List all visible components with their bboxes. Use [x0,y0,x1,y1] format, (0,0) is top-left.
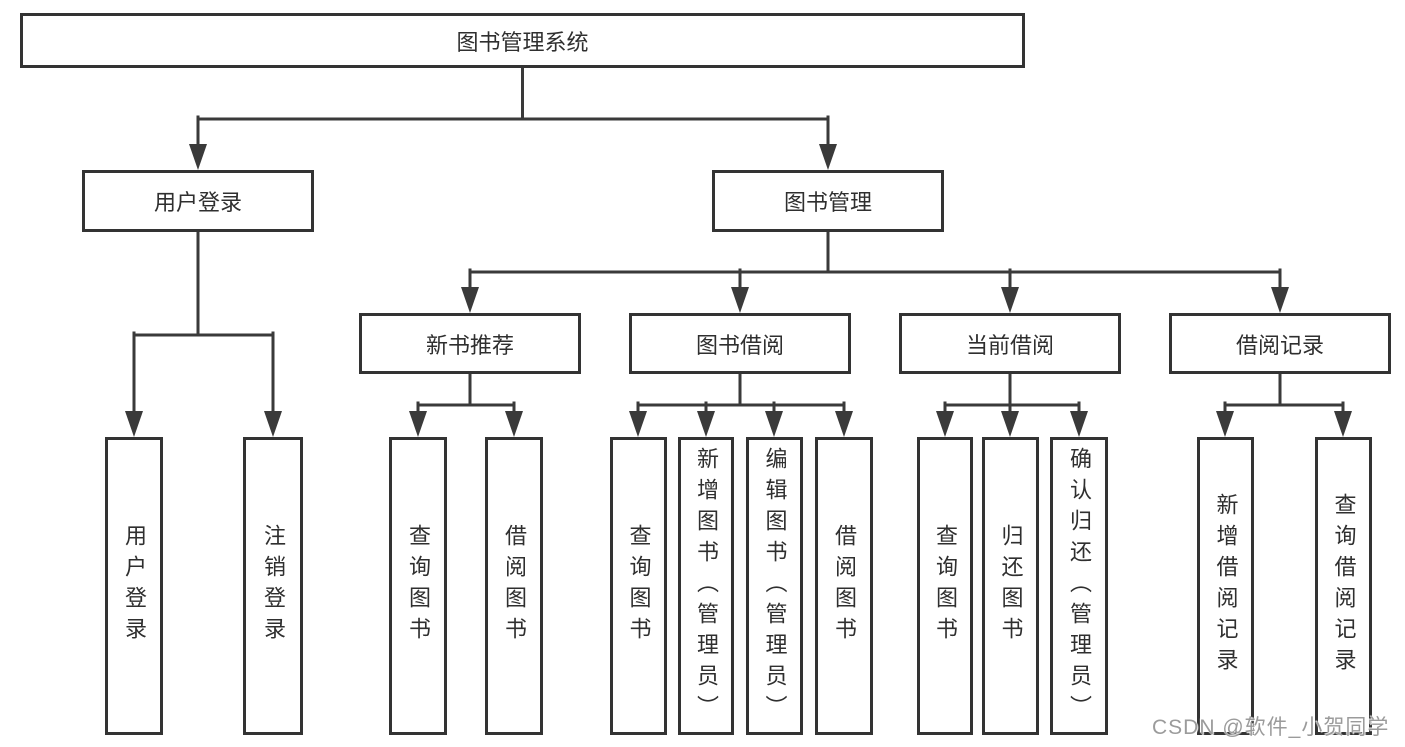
node-label: 借阅图书 [832,524,857,648]
node-label: 用户登录 [153,190,242,215]
node-label: 归还图书 [998,524,1024,648]
node-book-management: 图书管理 [712,170,944,232]
leaf-query-borrow-record: 查询借阅记录 [1315,437,1372,735]
node-book-borrowing: 图书借阅 [629,313,851,374]
node-label: 查询图书 [933,524,958,648]
leaf-borrow-books-recommend: 借阅图书 [485,437,543,735]
node-label: 查询借阅记录 [1331,493,1357,679]
node-label: 编辑图书（管理员） [762,446,788,726]
leaf-add-borrow-record: 新增借阅记录 [1197,437,1254,735]
node-label: 新增借阅记录 [1213,493,1239,679]
node-label: 确认归还（管理员） [1067,446,1092,726]
leaf-edit-books-admin: 编辑图书（管理员） [746,437,803,735]
node-label: 查询图书 [626,524,652,648]
node-label: 借阅记录 [1235,332,1324,358]
node-label: 新增图书（管理员） [694,446,719,726]
node-label: 图书管理 [783,190,872,215]
node-borrowing-records: 借阅记录 [1169,313,1391,374]
node-label: 新书推荐 [425,332,514,358]
node-label: 图书管理系统 [456,29,589,55]
node-label: 查询图书 [406,524,431,648]
leaf-borrow-books: 借阅图书 [815,437,873,735]
node-label: 借阅图书 [502,524,527,648]
node-new-book-recommend: 新书推荐 [359,313,581,374]
leaf-logout: 注销登录 [243,437,303,735]
leaf-return-books: 归还图书 [982,437,1039,735]
leaf-query-books-current: 查询图书 [917,437,973,735]
node-user-login-branch: 用户登录 [82,170,314,232]
leaf-user-login: 用户登录 [105,437,163,735]
leaf-query-books-recommend: 查询图书 [389,437,447,735]
node-current-borrowing: 当前借阅 [899,313,1121,374]
node-label: 注销登录 [261,524,286,648]
node-library-system: 图书管理系统 [20,13,1025,68]
csdn-watermark: CSDN @软件_小贺同学 [1152,716,1390,739]
leaf-query-books-borrow: 查询图书 [610,437,667,735]
leaf-add-books-admin: 新增图书（管理员） [678,437,734,735]
node-label: 当前借阅 [965,332,1054,358]
node-label: 图书借阅 [695,332,784,358]
node-label: 用户登录 [122,524,147,648]
leaf-confirm-return-admin: 确认归还（管理员） [1050,437,1108,735]
